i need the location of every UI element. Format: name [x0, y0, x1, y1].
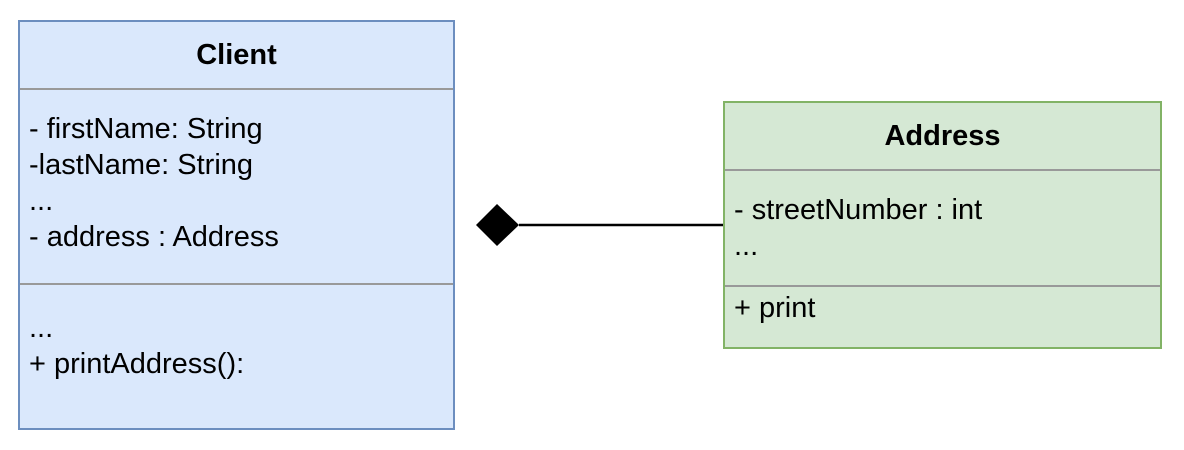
client-attribute: -lastName: String [29, 149, 254, 181]
address-attributes: - streetNumber : int ... [725, 171, 1160, 285]
client-method: ... [29, 312, 54, 344]
client-name-divider [20, 88, 453, 90]
client-attribute: - address : Address [29, 221, 279, 253]
address-attribute: - streetNumber : int [734, 194, 983, 226]
client-attributes-divider [20, 283, 453, 285]
address-methods: + print [725, 287, 1160, 326]
address-method: + print [734, 292, 816, 324]
client-attribute: ... [29, 185, 54, 217]
client-method: + printAddress(): [29, 348, 245, 380]
address-name-divider [725, 169, 1160, 171]
address-attribute: ... [734, 230, 759, 262]
client-methods: ... + printAddress(): [20, 285, 453, 382]
client-class-name: Client [196, 38, 277, 71]
address-class-box[interactable]: Address - streetNumber : int ... + print [723, 101, 1162, 349]
client-attributes: - firstName: String -lastName: String ..… [20, 90, 453, 283]
client-class-box[interactable]: Client - firstName: String -lastName: St… [18, 20, 455, 430]
client-attribute: - firstName: String [29, 113, 263, 145]
composition-diamond-icon [476, 204, 519, 246]
address-class-name: Address [884, 119, 1001, 152]
address-attributes-divider [725, 285, 1160, 287]
